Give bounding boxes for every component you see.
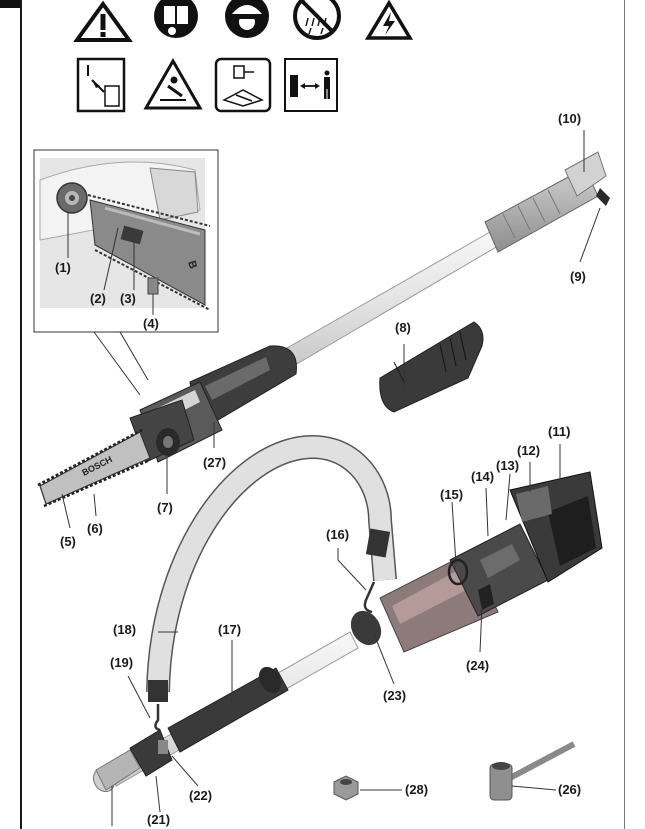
battery-removal-icon [76, 57, 126, 113]
callout-11: (11) [548, 424, 571, 439]
right-border-line [624, 0, 625, 829]
callout-18: (18) [113, 622, 137, 637]
wrench-part [489, 741, 576, 801]
callout-1: (1) [55, 260, 71, 275]
callout-24: (24) [466, 658, 490, 673]
svg-text:B: B [185, 259, 199, 270]
callout-21: (21) [147, 812, 171, 827]
maintenance-manual-icon [214, 57, 272, 113]
inset-pointer-right [119, 331, 149, 381]
callout-4: (4) [143, 316, 159, 331]
chain-guard-cover [379, 321, 484, 413]
read-manual-icon [154, 0, 198, 38]
callout-5: (5) [60, 534, 76, 549]
callout-6: (6) [87, 521, 103, 536]
callout-17: (17) [218, 622, 242, 637]
callout-22: (22) [189, 788, 213, 803]
electric-hazard-icon [364, 0, 414, 40]
shoulder-strap [146, 435, 397, 732]
corner-tab [0, 0, 22, 8]
leader-lines [61, 130, 601, 826]
lower-handle-assembly [92, 471, 603, 793]
callout-26: (26) [558, 782, 582, 797]
no-rain-icon [293, 0, 341, 40]
callout-2: (2) [90, 291, 106, 306]
upper-pole-saw: BOSCH [37, 151, 610, 508]
callout-9: (9) [570, 269, 586, 284]
wear-protection-icon [225, 0, 269, 38]
callout-12: (12) [517, 443, 541, 458]
callout-14: (14) [471, 469, 495, 484]
warning-triangle-icon [73, 0, 133, 42]
callout-16: (16) [326, 527, 350, 542]
callout-23: (23) [383, 688, 407, 703]
nut-part [333, 775, 359, 801]
callout-19: (19) [110, 655, 134, 670]
keep-distance-icon [284, 58, 338, 112]
callout-10: (10) [558, 111, 582, 126]
falling-object-icon [143, 57, 203, 110]
left-border-line [20, 0, 22, 829]
callout-8: (8) [395, 320, 411, 335]
callout-28: (28) [405, 782, 429, 797]
callout-3: (3) [120, 291, 136, 306]
callout-27: (27) [203, 455, 227, 470]
callout-13: (13) [496, 458, 520, 473]
callout-15: (15) [440, 487, 464, 502]
inset-pointer-left [93, 331, 141, 396]
callout-7: (7) [157, 500, 173, 515]
